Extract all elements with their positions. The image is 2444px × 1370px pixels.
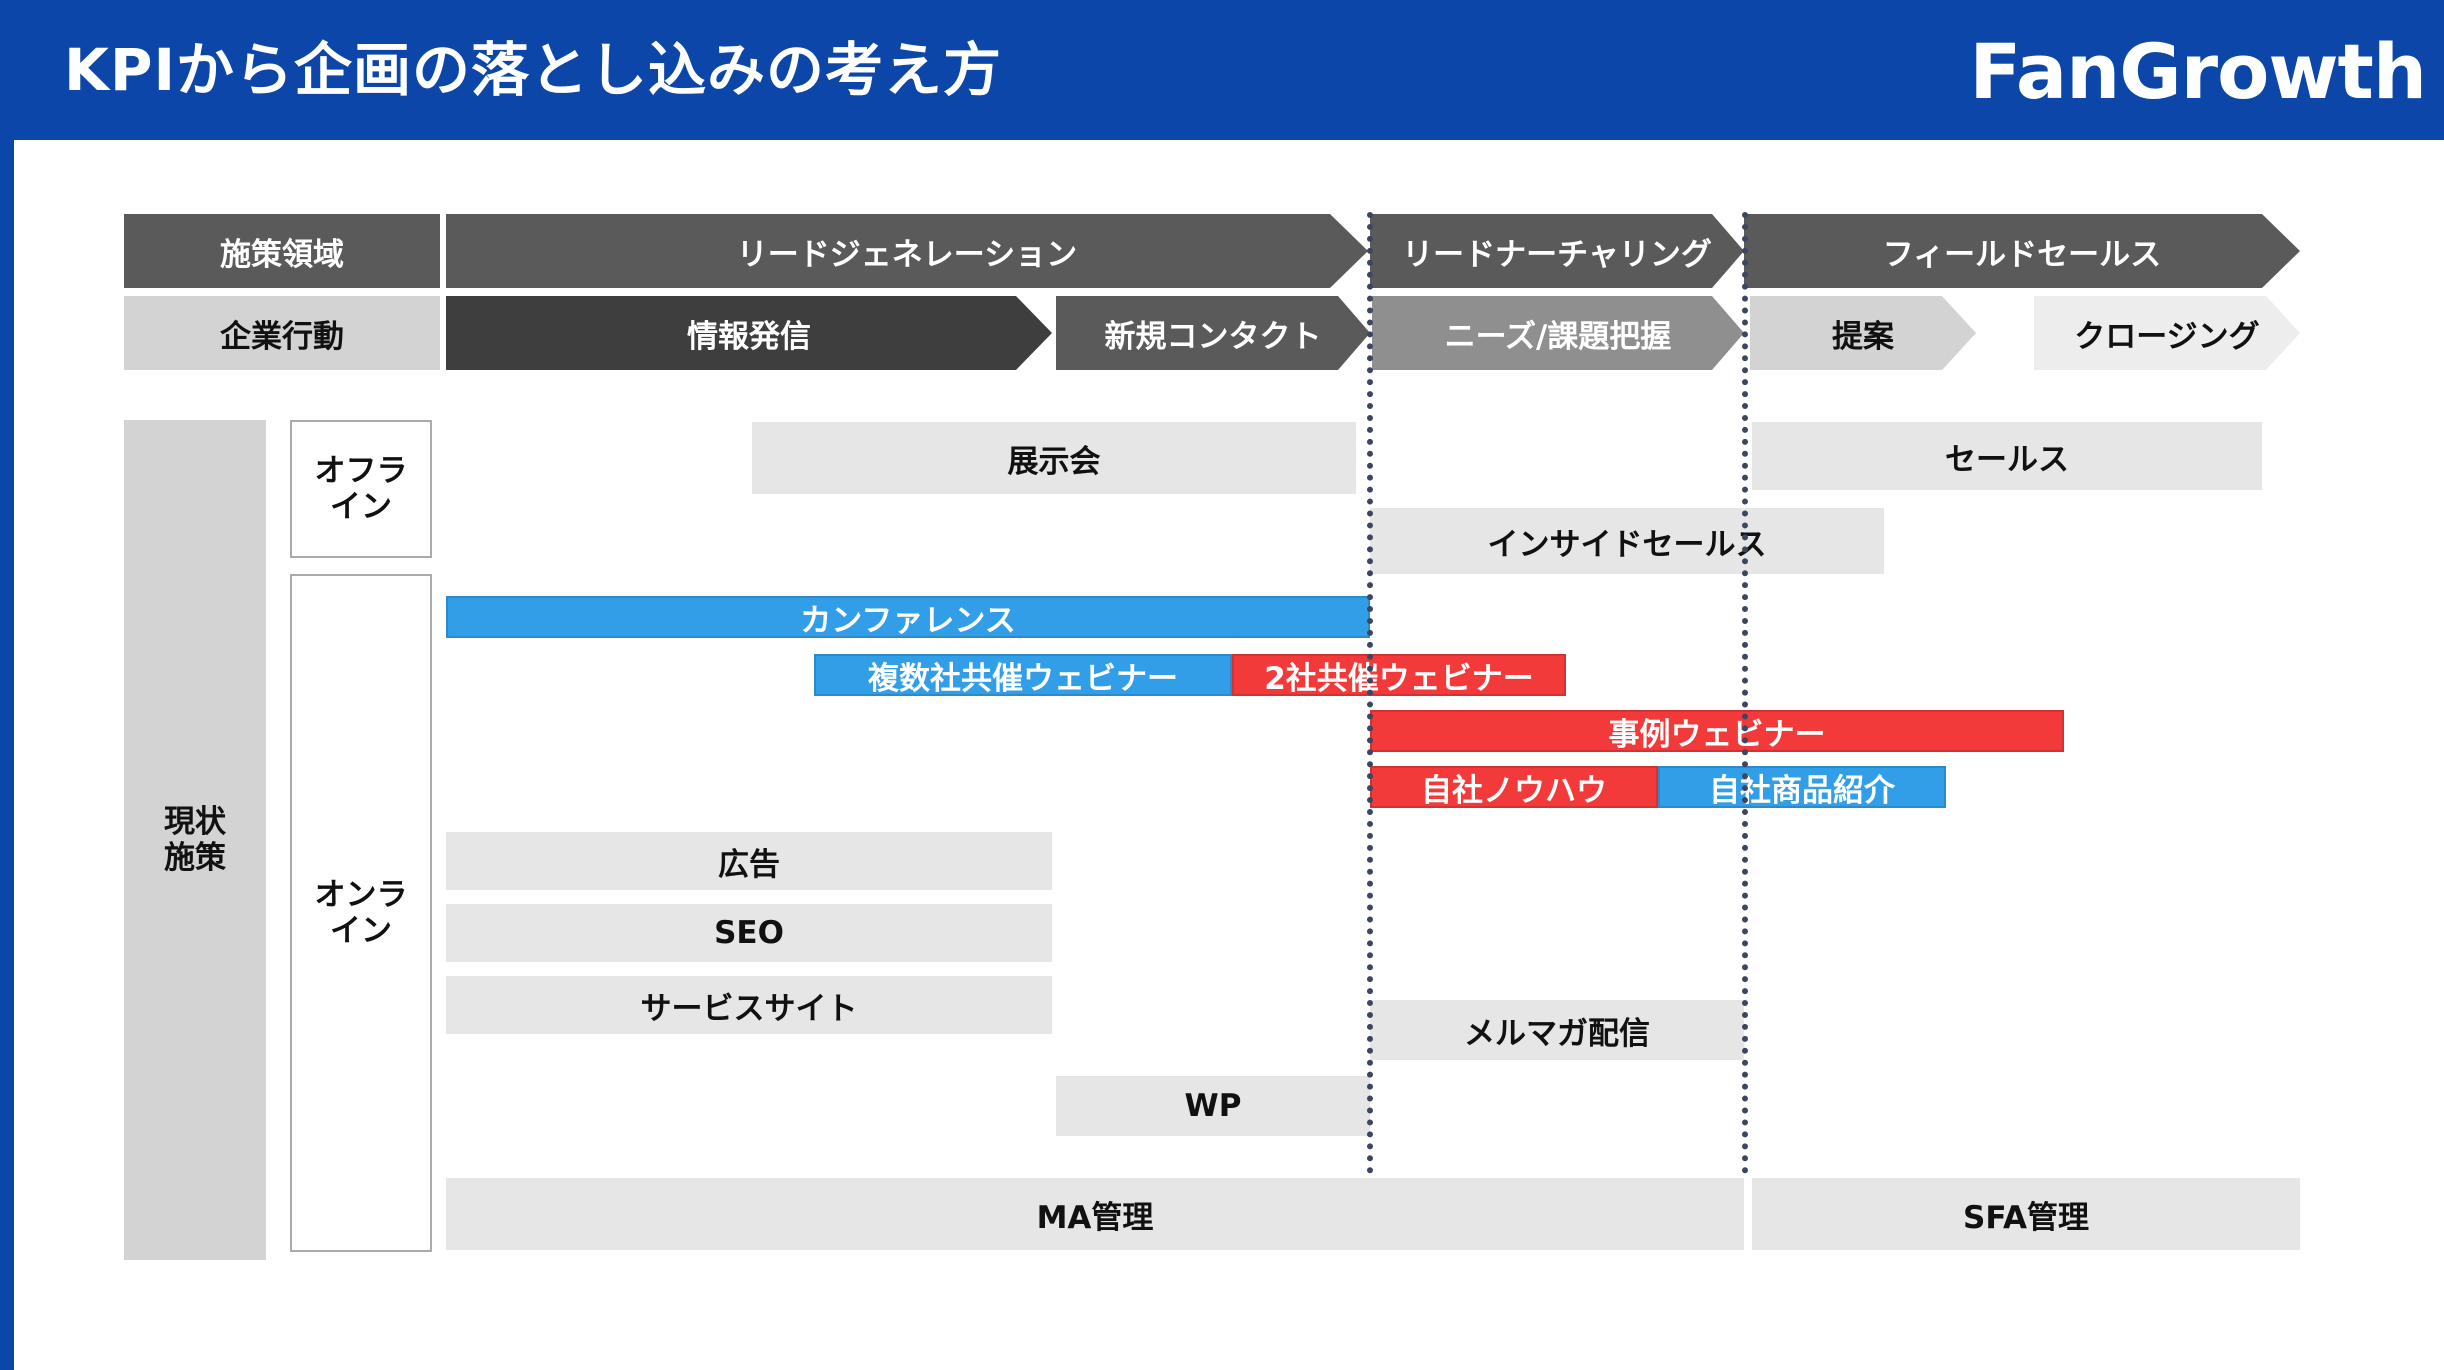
sales-box: セールス [1752,422,2262,490]
conference-bar: カンファレンス [446,596,1370,639]
multi-company-webinar-bar: 複数社共催ウェビナー [814,654,1232,697]
phase-field-sales: フィールドセールス [1744,214,2300,288]
phase-lead-generation: リードジェネレーション [446,214,1368,288]
sfa-management-box: SFA管理 [1752,1178,2300,1250]
whitepaper-box: WP [1056,1076,1370,1136]
own-knowhow-bar: 自社ノウハウ [1370,766,1658,809]
step-new-contact: 新規コンタクト [1056,296,1370,370]
seo-box: SEO [446,904,1052,962]
current-measures-label: 現状 施策 [124,420,266,1260]
offline-label: オフラ イン [290,420,432,558]
service-site-box: サービスサイト [446,976,1052,1034]
inside-sales-box: インサイドセールス [1370,508,1884,574]
header-bar [0,0,2444,140]
step-closing: クロージング [2034,296,2300,370]
ads-box: 広告 [446,832,1052,890]
ma-management-box: MA管理 [446,1178,1744,1250]
page-title: KPIから企画の落とし込みの考え方 [64,36,1003,104]
brand-logo: FanGrowth [1969,27,2427,116]
step-needs-issues: ニーズ/課題把握 [1372,296,1744,370]
left-accent-stripe [0,140,14,1370]
own-product-intro-bar: 自社商品紹介 [1658,766,1946,809]
online-label: オンラ イン [290,574,432,1252]
row-label-company-action: 企業行動 [124,296,440,370]
step-proposal: 提案 [1750,296,1976,370]
exhibition-box: 展示会 [752,422,1356,494]
phase-lead-nurturing: リードナーチャリング [1370,214,1744,288]
newsletter-box: メルマガ配信 [1370,1000,1744,1060]
row-label-policy-area: 施策領域 [124,214,440,288]
step-information: 情報発信 [446,296,1052,370]
case-study-webinar-bar: 事例ウェビナー [1370,710,2064,753]
two-company-webinar-bar: 2社共催ウェビナー [1232,654,1566,697]
